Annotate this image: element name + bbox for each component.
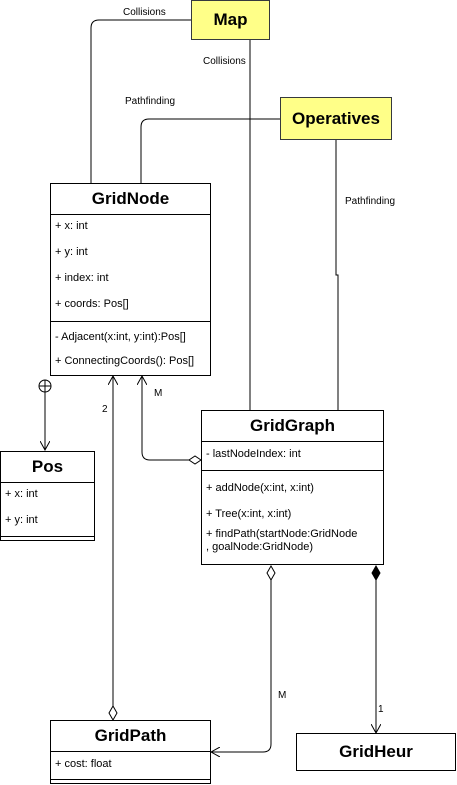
attribute-row: + coords: Pos[] <box>55 298 129 310</box>
edge-label-collisions-mid: Collisions <box>203 56 246 67</box>
edge-gridnode-map-collisions[interactable] <box>90 19 191 183</box>
edge-gridnode-operatives-pathfinding[interactable] <box>140 118 280 183</box>
edge-gridgraph-operatives-pathfinding[interactable] <box>335 140 339 410</box>
aggregation-diamond-icon <box>188 455 202 465</box>
method-row: + findPath(startNode:GridNode , goalNode… <box>206 528 358 553</box>
multiplicity-graph-heur: 1 <box>378 704 384 715</box>
class-gridnode-methods: - Adjacent(x:int, y:int):Pos[] + Connect… <box>51 322 210 375</box>
class-gridgraph-methods: + addNode(x:int, x:int) + Tree(x:int, x:… <box>202 471 383 564</box>
attribute-row: + x: int <box>55 220 88 232</box>
attribute-row: + y: int <box>55 246 88 258</box>
class-gridpath-title: GridPath <box>51 721 210 752</box>
class-gridheur-title: GridHeur <box>339 742 413 761</box>
class-gridgraph[interactable]: GridGraph - lastNodeIndex: int + addNode… <box>201 410 384 565</box>
multiplicity-node-path: 2 <box>102 404 108 415</box>
class-gridpath-attributes: + cost: float <box>51 752 210 780</box>
attribute-row: + y: int <box>5 514 38 526</box>
class-gridpath[interactable]: GridPath + cost: float <box>50 720 211 784</box>
multiplicity-node-graph: M <box>154 388 163 399</box>
edge-label-collisions-top: Collisions <box>123 7 166 18</box>
note-operatives-label: Operatives <box>292 108 380 128</box>
class-pos[interactable]: Pos + x: int + y: int <box>0 451 95 541</box>
method-row: + ConnectingCoords(): Pos[] <box>55 355 195 367</box>
edge-label-pathfinding-left: Pathfinding <box>125 96 176 107</box>
class-gridgraph-attributes: - lastNodeIndex: int <box>202 442 383 471</box>
multiplicity-graph-path: M <box>278 690 287 701</box>
attribute-row: - lastNodeIndex: int <box>206 448 301 460</box>
note-map[interactable]: Map <box>191 0 270 40</box>
aggregation-diamond-icon <box>108 704 118 722</box>
method-row: + Tree(x:int, x:int) <box>206 508 292 520</box>
note-map-label: Map <box>213 10 248 29</box>
composition-diamond-icon <box>371 564 381 582</box>
method-row: - Adjacent(x:int, y:int):Pos[] <box>55 331 186 343</box>
attribute-row: + x: int <box>5 488 38 500</box>
class-pos-attributes: + x: int + y: int <box>1 483 94 537</box>
class-gridnode-title: GridNode <box>51 184 210 215</box>
edge-gridgraph-gridpath-aggregation[interactable] <box>211 580 272 752</box>
class-gridgraph-title: GridGraph <box>202 411 383 442</box>
note-operatives[interactable]: Operatives <box>280 97 392 140</box>
class-gridnode-attributes: + x: int + y: int + index: int + coords:… <box>51 215 210 322</box>
edge-label-pathfinding-right: Pathfinding <box>345 196 396 207</box>
attribute-row: + index: int <box>55 272 109 284</box>
aggregation-diamond-icon <box>266 564 276 582</box>
edge-gridgraph-gridnode-aggregation[interactable] <box>142 376 189 461</box>
attribute-row: + cost: float <box>55 758 112 770</box>
class-pos-title: Pos <box>1 452 94 483</box>
class-gridheur[interactable]: GridHeur <box>296 733 456 771</box>
method-row: + addNode(x:int, x:int) <box>206 482 314 494</box>
class-gridnode[interactable]: GridNode + x: int + y: int + index: int … <box>50 183 211 376</box>
